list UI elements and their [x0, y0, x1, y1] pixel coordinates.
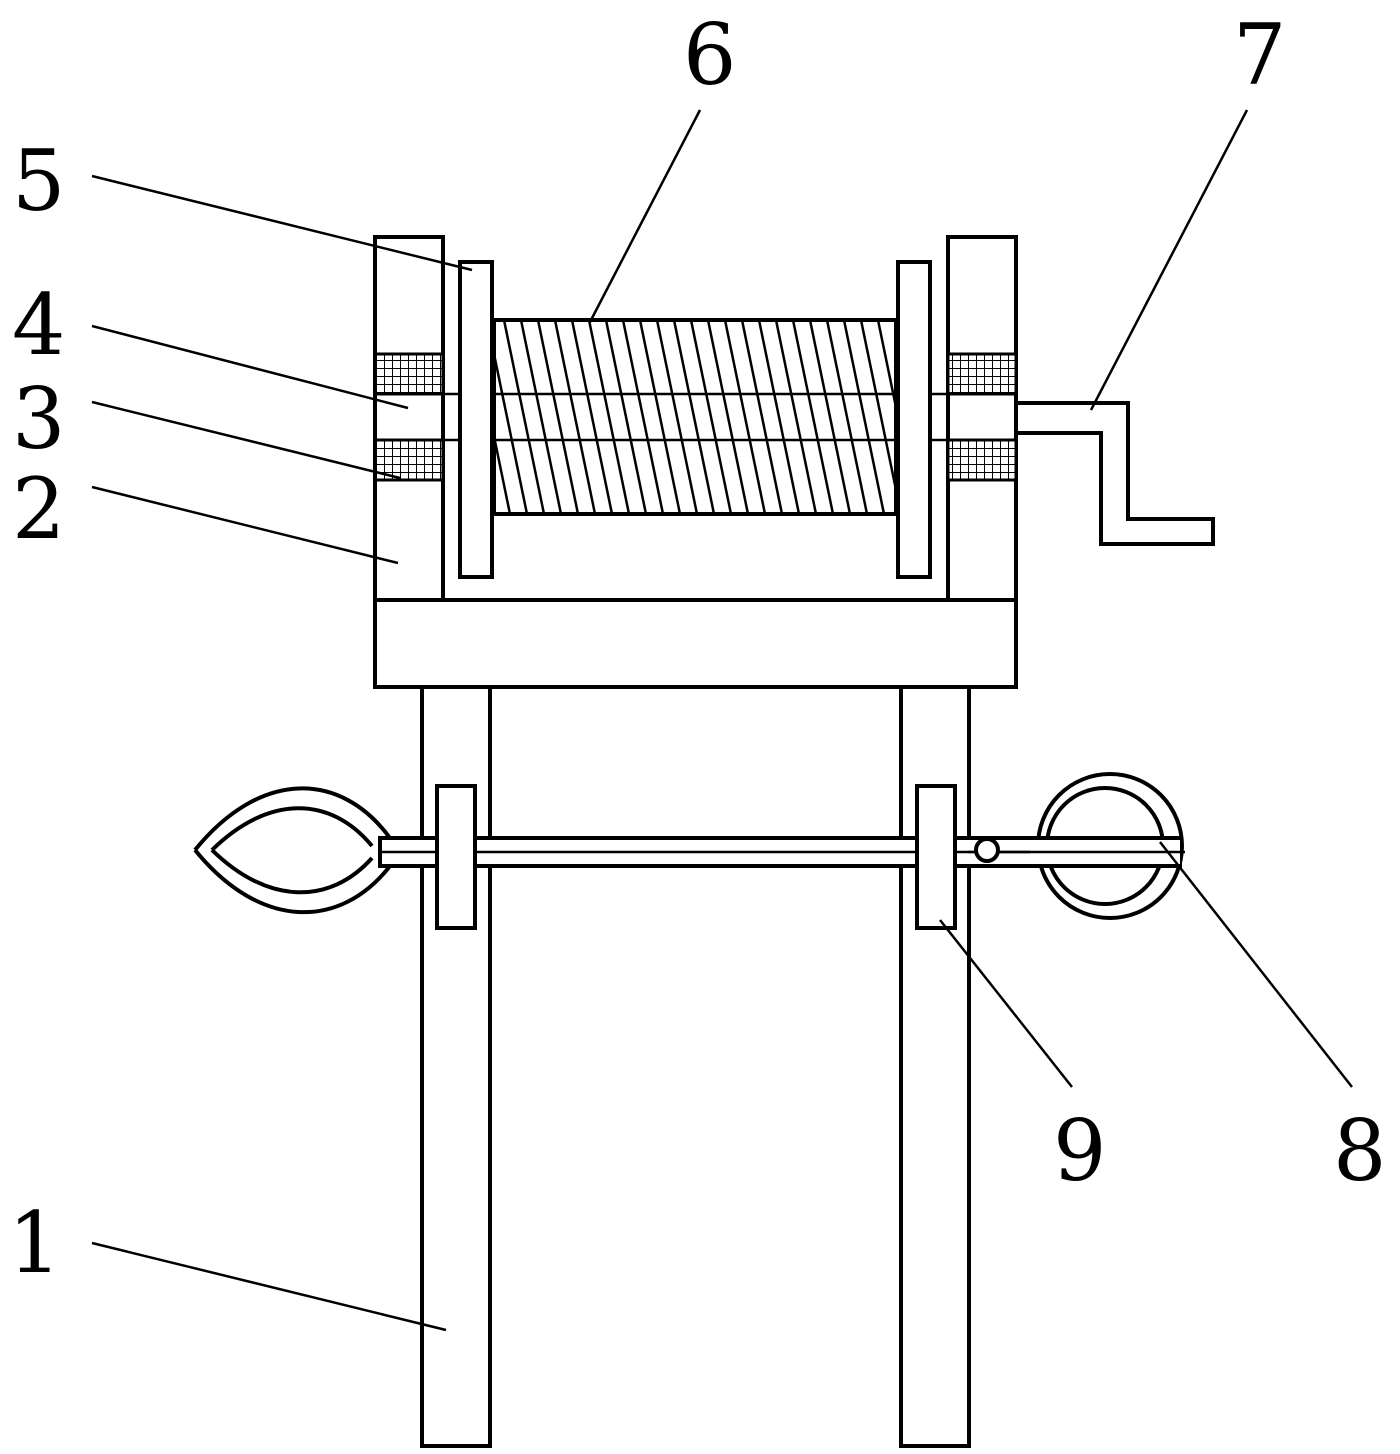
- leader-4: [91, 324, 409, 410]
- base-plate: [373, 598, 1018, 689]
- right-clamp-block: [915, 784, 957, 930]
- right-support-post: [946, 235, 1018, 602]
- rope-winding-line: [774, 320, 818, 514]
- rope-winding-line: [604, 320, 648, 514]
- leader-2: [91, 485, 399, 565]
- rope-winding-line: [502, 320, 546, 514]
- rope-winding-line: [757, 320, 801, 514]
- left-grip-outer: [193, 786, 392, 915]
- hand-crank: [1016, 401, 1215, 546]
- label-5: 5: [12, 132, 65, 230]
- left-clamp-block: [435, 784, 477, 930]
- rope-winding-line: [638, 320, 682, 514]
- rope-winding-line: [621, 320, 665, 514]
- leader-7: [1089, 109, 1249, 411]
- left-lower-bearing: [373, 438, 445, 482]
- left-support-post: [373, 235, 445, 602]
- rope-windings: [494, 320, 896, 514]
- right-upper-bearing: [946, 352, 1018, 396]
- rope-winding-line: [825, 320, 869, 514]
- rope-winding-line: [706, 320, 750, 514]
- leader-3: [91, 400, 401, 480]
- rope-winding-line: [876, 320, 896, 414]
- rope-winding-line: [808, 320, 852, 514]
- rope-winding-line: [859, 320, 896, 496]
- left-flange: [458, 260, 494, 579]
- rope-winding-line: [519, 320, 563, 514]
- label-3: 3: [12, 370, 65, 468]
- leader-9: [939, 919, 1073, 1088]
- label-1: 1: [8, 1194, 61, 1292]
- leader-8: [1159, 841, 1353, 1088]
- leader-5: [91, 174, 473, 272]
- rope-winding-line: [570, 320, 614, 514]
- right-flange: [896, 260, 932, 579]
- label-9: 9: [1053, 1102, 1106, 1200]
- right-lower-bearing: [946, 438, 1018, 482]
- rope-winding-line: [791, 320, 835, 514]
- rope-winding-line: [672, 320, 716, 514]
- locking-pin: [974, 837, 1000, 863]
- label-6: 6: [683, 6, 736, 104]
- rope-winding-line: [494, 347, 529, 514]
- rope-winding-line: [587, 320, 631, 514]
- rope-winding-line: [553, 320, 597, 514]
- rope-winding-line: [536, 320, 580, 514]
- left-grip-inner: [210, 806, 374, 895]
- rope-winding-line: [494, 430, 512, 514]
- label-2: 2: [12, 460, 65, 558]
- label-4: 4: [12, 276, 65, 374]
- leader-6: [588, 109, 702, 323]
- rope-winding-line: [655, 320, 699, 514]
- label-7: 7: [1233, 6, 1286, 104]
- rope-winding-line: [740, 320, 784, 514]
- rope-winding-line: [689, 320, 733, 514]
- rope-winding-line: [723, 320, 767, 514]
- left-upper-bearing: [373, 352, 445, 396]
- rope-winding-line: [842, 320, 886, 514]
- leader-1: [91, 1241, 447, 1332]
- label-8: 8: [1333, 1102, 1386, 1200]
